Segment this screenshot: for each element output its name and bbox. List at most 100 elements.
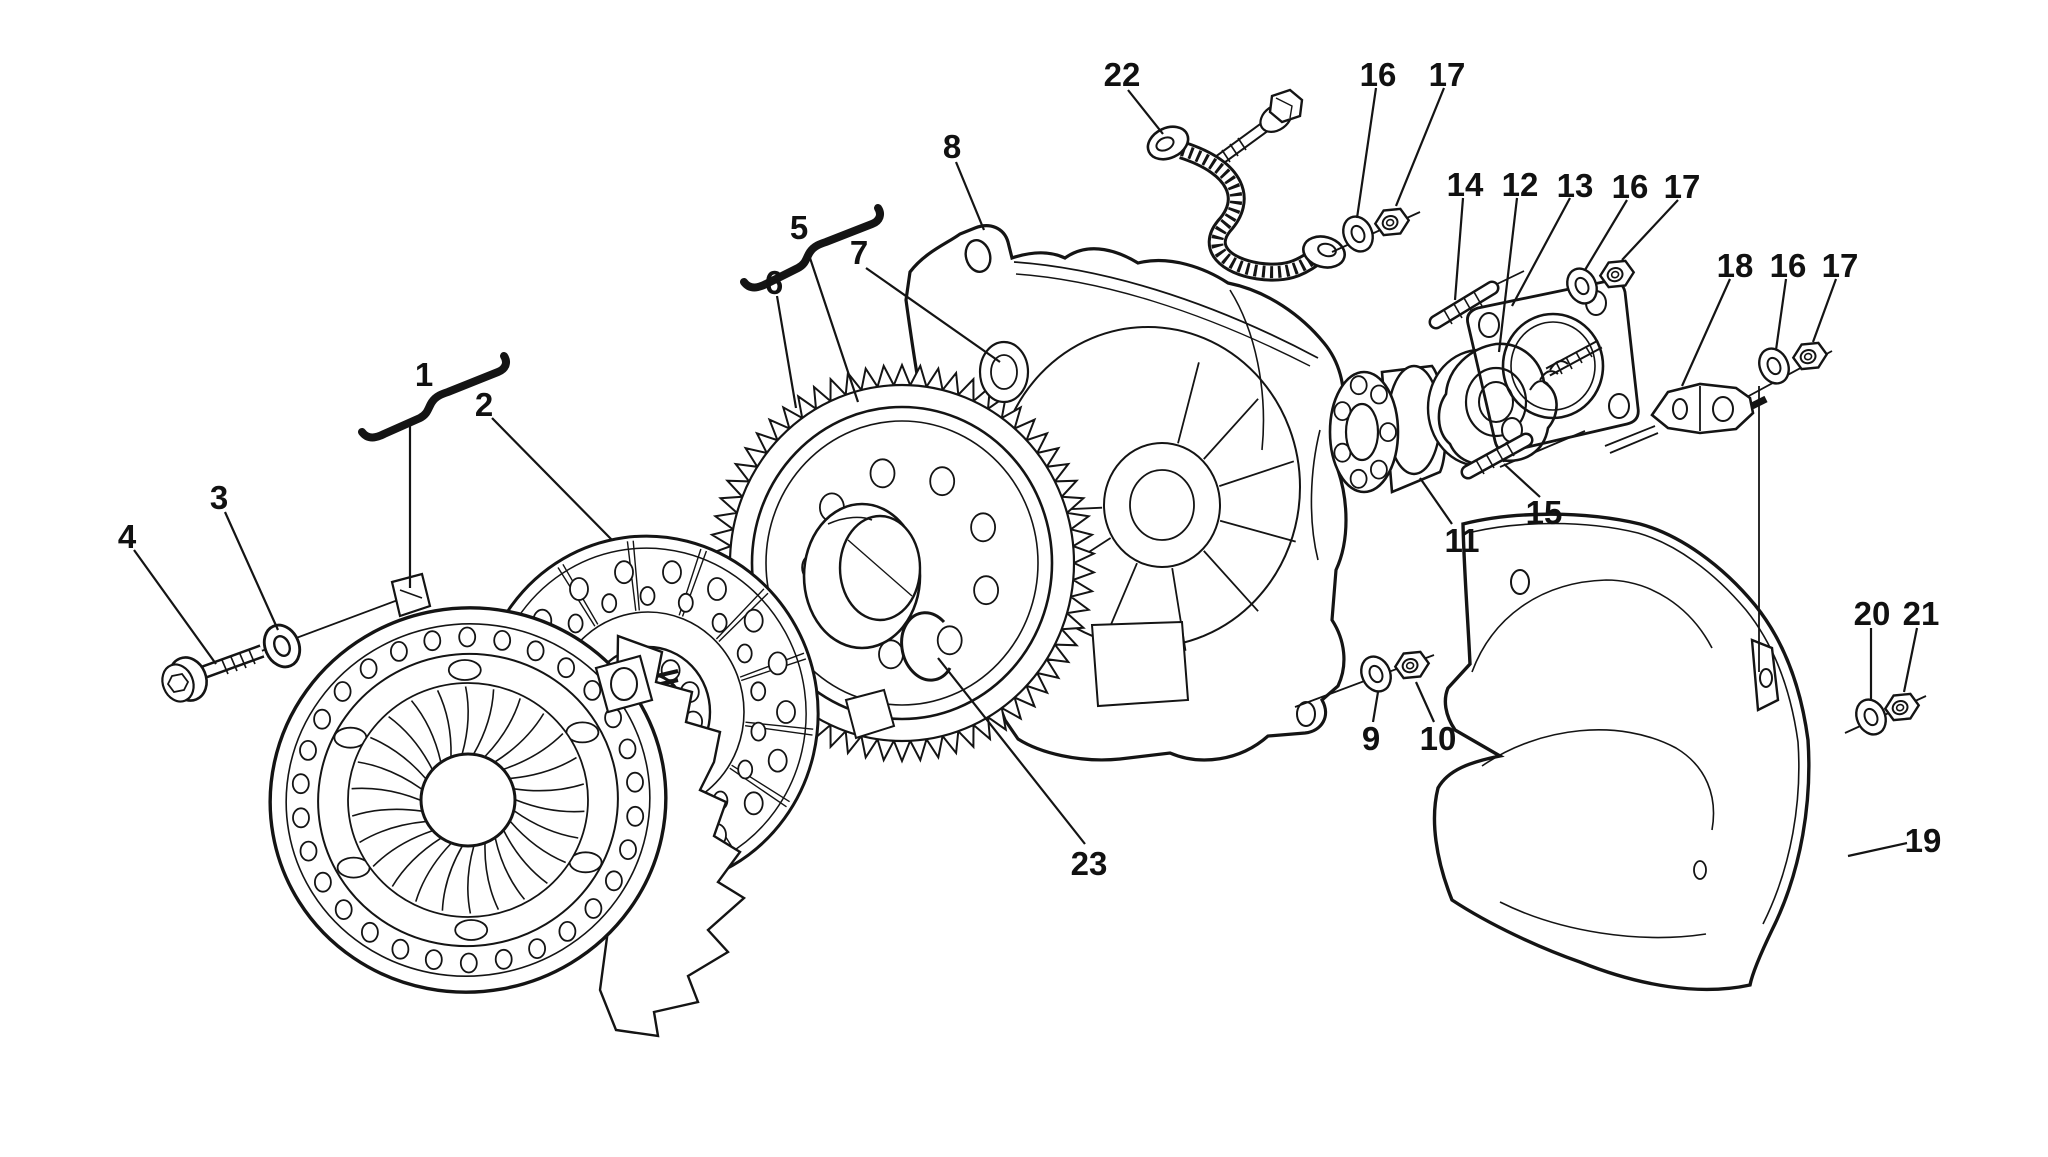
washers-and-nuts — [262, 207, 1921, 736]
callout-17: 17 — [1429, 56, 1466, 93]
housing-rib — [1203, 550, 1259, 612]
strap-bolt-head — [1268, 88, 1304, 124]
pressure-plate-rim-ring — [285, 623, 651, 977]
nut-17 — [1373, 207, 1411, 237]
leader-10 — [1414, 681, 1436, 723]
callout-2: 2 — [475, 386, 493, 423]
leader-12 — [1497, 197, 1519, 353]
disc-hole — [743, 791, 764, 816]
brace-5 — [740, 204, 884, 292]
diaphragm-finger — [510, 756, 577, 780]
pressure-plate-hole — [584, 898, 603, 919]
cover-lower-hole — [1693, 860, 1707, 880]
pressure-plate-hole — [458, 626, 477, 648]
callout-20: 20 — [1854, 595, 1891, 632]
ground-strap-braid — [1180, 144, 1318, 279]
diaphragm-finger — [503, 830, 548, 885]
leader-6 — [775, 295, 798, 409]
diaphragm-finger — [515, 799, 585, 813]
diaphragm-finger — [369, 736, 427, 779]
leader-17a — [1394, 87, 1446, 207]
disc-spoke — [718, 592, 769, 642]
housing-rib — [1219, 519, 1296, 543]
leader-18 — [1680, 278, 1732, 387]
callout-22: 22 — [1104, 56, 1141, 93]
callout-4: 4 — [118, 518, 137, 555]
disc-hole-inner — [736, 643, 753, 664]
pressure-plate-hole — [299, 740, 317, 761]
bracket-arm-line — [1604, 425, 1656, 447]
nut-17 — [1598, 259, 1636, 289]
disc-hole — [767, 651, 788, 676]
pressure-plate-hole — [291, 773, 310, 795]
pressure-plate-hole — [583, 680, 602, 701]
callout-11: 11 — [1445, 522, 1480, 559]
pressure-plate-hole — [424, 949, 443, 970]
housing-top-flange-line — [1013, 261, 1319, 359]
diaphragm-finger — [461, 686, 469, 755]
nut-17 — [1791, 341, 1829, 371]
callout-leader-lines — [133, 87, 1919, 858]
housing-rib — [1203, 398, 1259, 460]
bearing-inner-race — [1344, 402, 1380, 462]
pressure-plate-hole — [459, 952, 478, 974]
flywheel-bolt-hole — [970, 512, 996, 543]
callout-16: 16 — [1612, 168, 1649, 205]
cover-tab-hole — [1759, 668, 1773, 688]
pressure-plate-hole — [360, 921, 379, 943]
leader-17c — [1811, 278, 1838, 343]
pressure-plate-hole — [605, 870, 623, 892]
bracket-hole-large — [1712, 396, 1734, 422]
bracket-body — [1650, 382, 1755, 435]
leader-8 — [954, 161, 986, 231]
bearing-ball — [1379, 422, 1397, 443]
leader-13 — [1511, 197, 1571, 307]
diaphragm-finger — [509, 821, 567, 864]
diaphragm-finger — [484, 698, 521, 758]
callout-17: 17 — [1664, 168, 1701, 205]
pressure-plate-hole — [299, 840, 318, 862]
callout-1: 1 — [415, 356, 433, 393]
pressure-plate-hole — [313, 708, 332, 730]
flywheel-keyway — [844, 688, 896, 740]
pressure-plate-window — [447, 659, 482, 681]
flywheel-hub-edge — [827, 516, 873, 525]
housing-rib-edge2 — [1310, 429, 1321, 561]
snap-ring — [900, 611, 952, 682]
plate-corner-hole — [1478, 312, 1500, 338]
plate-corner-hole — [1608, 393, 1630, 419]
diaphragm-finger — [514, 783, 585, 792]
housing-ear-hole — [964, 239, 992, 273]
cover-lug-slot — [399, 589, 423, 599]
housing-rib-edge — [1229, 289, 1265, 451]
disc-hole-inner — [711, 612, 728, 633]
callout-3: 3 — [210, 479, 228, 516]
leader-3 — [223, 511, 280, 631]
washer-3 — [262, 623, 302, 669]
leader-16c — [1774, 278, 1788, 351]
leader-16b — [1584, 199, 1628, 271]
cover-top-hole — [1510, 569, 1530, 595]
washer-16 — [1342, 215, 1374, 253]
pressure-plate-hole — [359, 658, 378, 679]
callout-8: 8 — [943, 128, 961, 165]
pressure-plate-hole — [528, 938, 546, 959]
disc-hole — [776, 700, 796, 724]
pressure-plate-window-holes — [333, 659, 603, 941]
diaphragm-finger — [359, 820, 426, 844]
diaphragm-finger — [473, 689, 495, 755]
housing-center-bore — [1129, 469, 1195, 541]
diaphragm-finger — [372, 830, 433, 867]
callout-13: 13 — [1557, 167, 1594, 204]
pressure-plate-mid-ring — [317, 652, 619, 948]
pressure-plate-hole — [557, 657, 575, 679]
washer-20 — [1855, 698, 1887, 736]
disc-hole — [614, 560, 634, 585]
pressure-plate-hole — [494, 948, 513, 970]
leader-21 — [1902, 627, 1919, 693]
bolt-socket-hex — [166, 673, 190, 693]
leader-11 — [1419, 477, 1453, 525]
cover-lug-right-hole — [610, 667, 638, 701]
cover-bowl-line — [1471, 579, 1713, 673]
